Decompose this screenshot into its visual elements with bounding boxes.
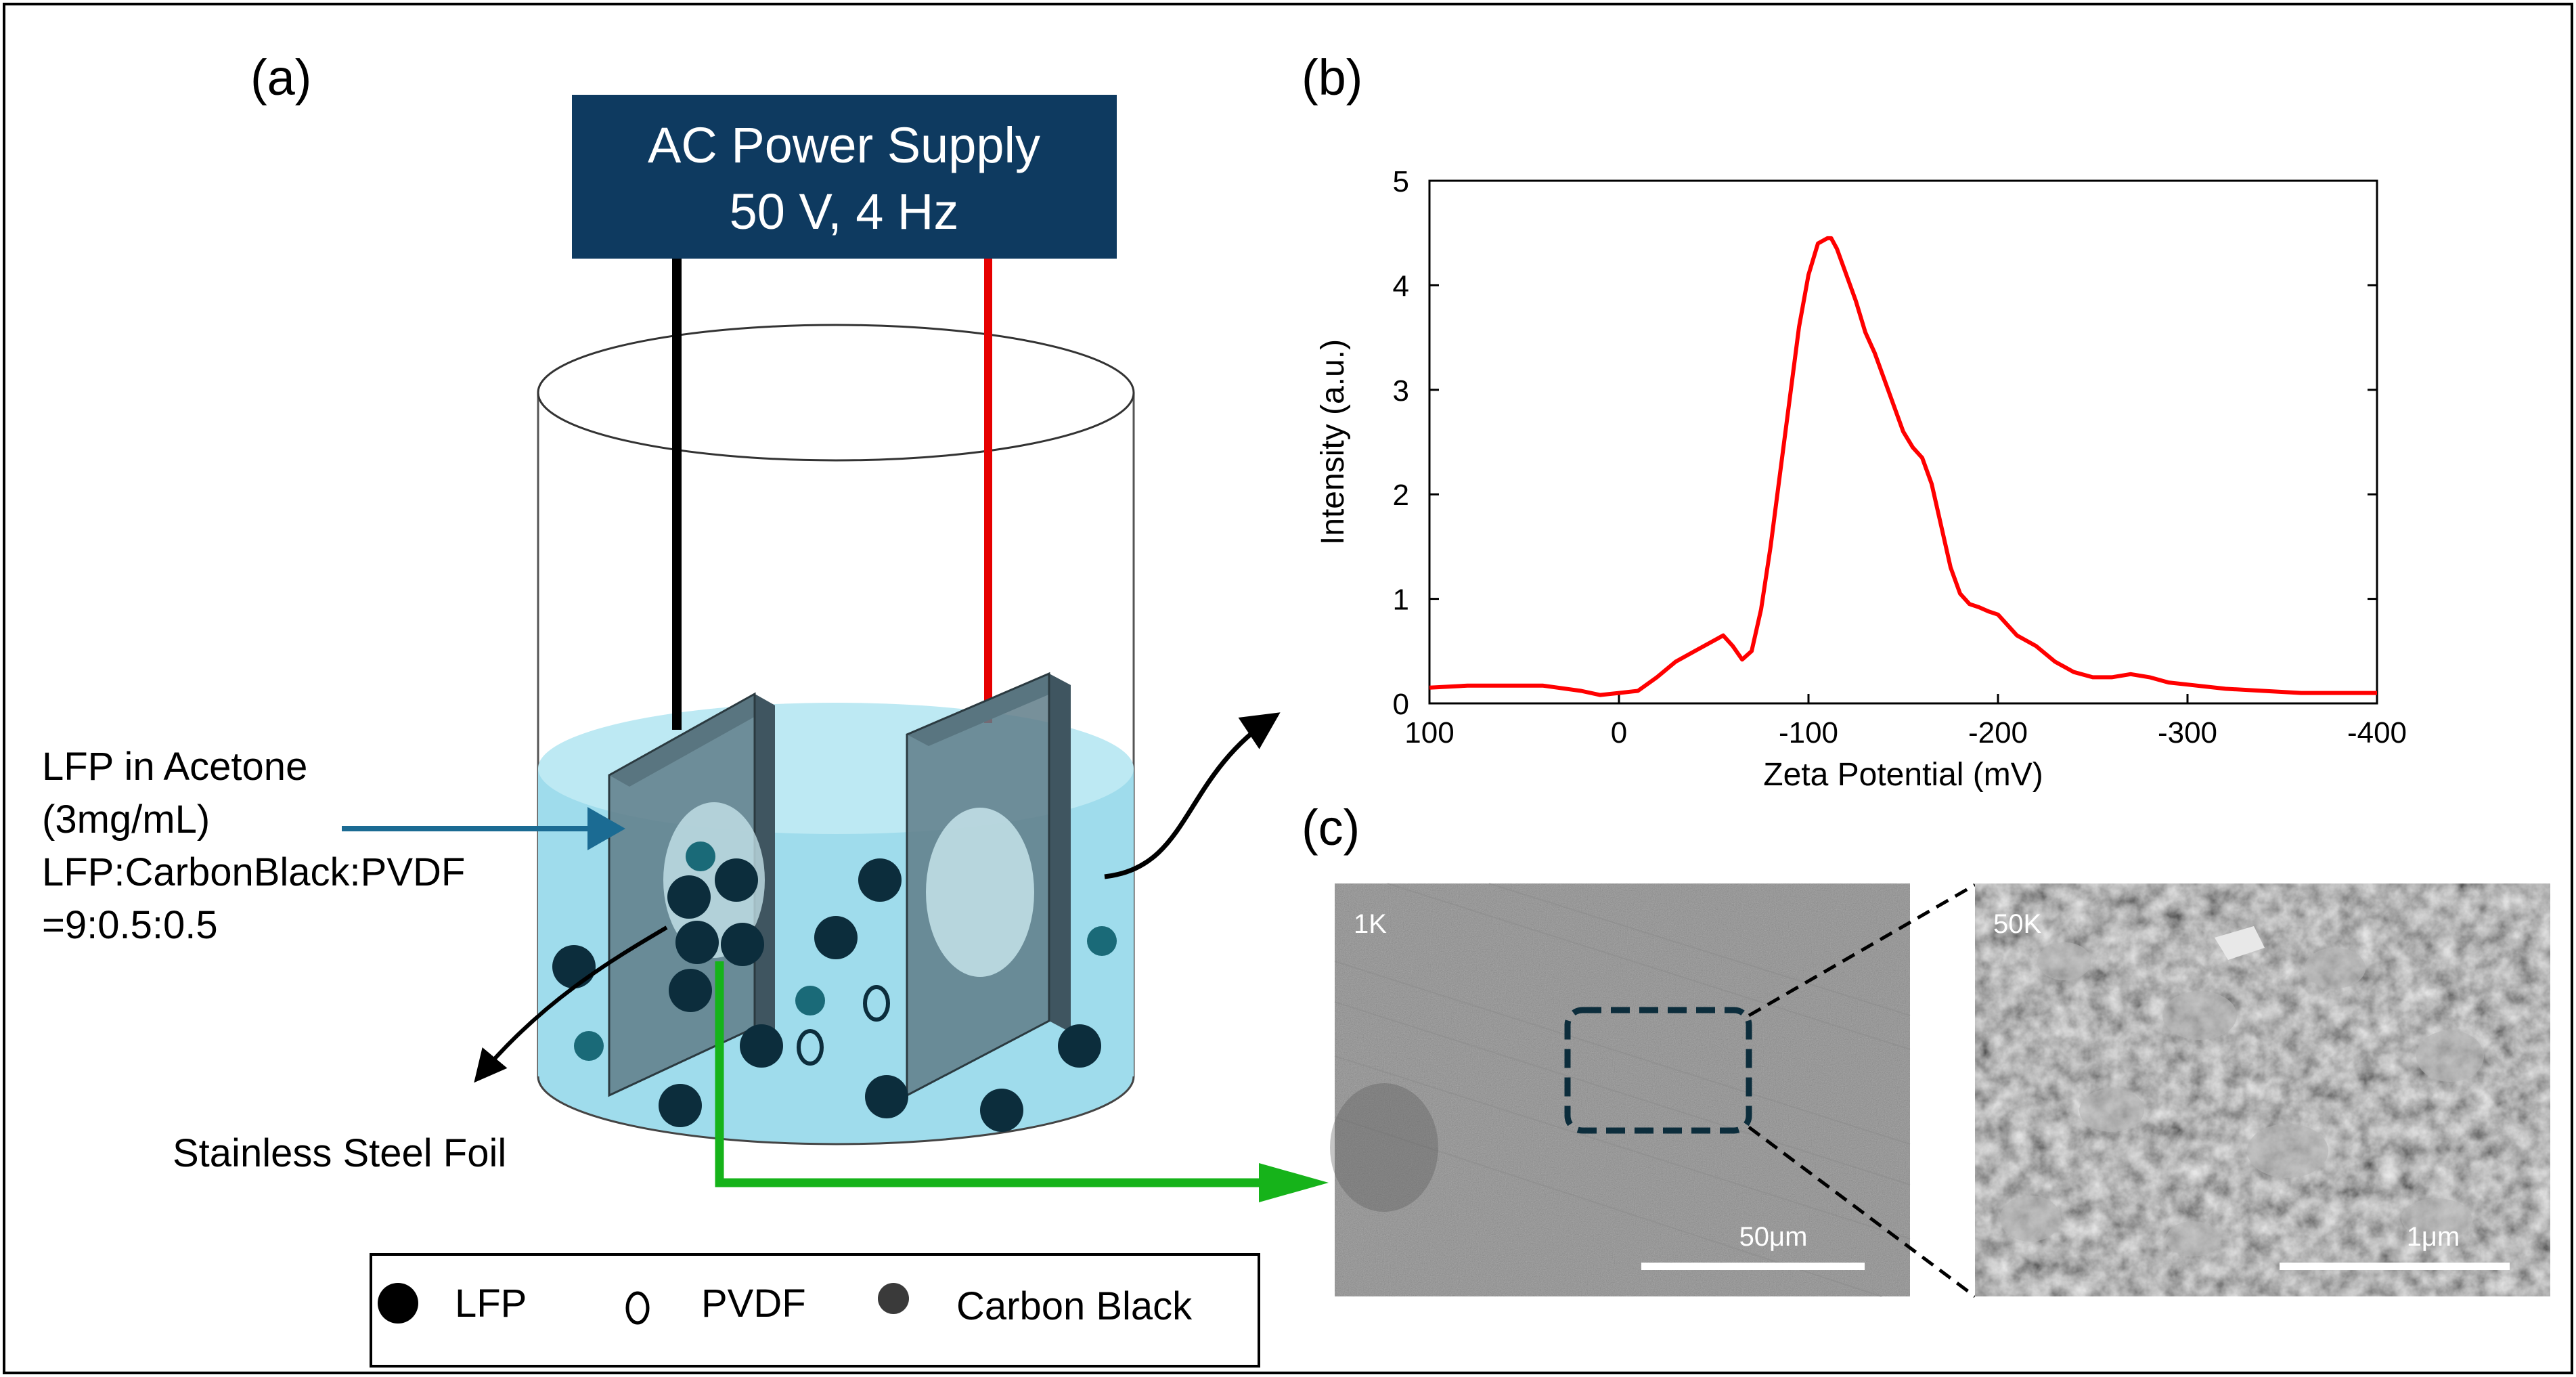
x-axis-ticks: 100 0 -100 -200 -300 -400	[1404, 694, 2407, 749]
sem-1k-scale-bar	[1641, 1263, 1865, 1270]
foil-label: Stainless Steel Foil	[173, 1131, 506, 1175]
legend: LFP PVDF Carbon Black	[370, 1253, 1260, 1368]
zeta-series-line	[1429, 236, 2377, 697]
sem-1k-dark-region	[1330, 1083, 1438, 1212]
lfp-particle	[814, 916, 858, 959]
x-tick-label: -400	[2347, 716, 2407, 749]
sem-1k-striations	[1334, 883, 1911, 1297]
figure-border	[3, 3, 2573, 1374]
sem-1k-zoom-box	[1564, 1007, 1752, 1134]
right-electrode-side	[1049, 674, 1071, 1032]
lfp-particle	[740, 1024, 783, 1068]
x-tick-label: -200	[1968, 716, 2028, 749]
x-axis-title: Zeta Potential (mV)	[1763, 757, 2043, 793]
y-tick-label: 0	[1393, 688, 1409, 721]
y-tick-label: 3	[1393, 374, 1409, 408]
sem-50k-magnification: 50K	[1993, 909, 2041, 939]
lfp-particle	[552, 945, 596, 988]
sem-50k-scale-bar	[2280, 1263, 2510, 1270]
legend-lfp-marker	[378, 1283, 418, 1324]
zoom-connector-top	[1748, 883, 1976, 1018]
power-supply-spec: 50 V, 4 Hz	[730, 183, 959, 240]
particles-back	[795, 858, 1117, 1066]
sem-50k-scale-label: 1μm	[2407, 1222, 2460, 1252]
panel-c-label: (c)	[1302, 800, 1360, 856]
legend-box	[370, 1253, 1260, 1368]
sem-50k-bright-flake	[2215, 926, 2265, 960]
solution-label-line1: LFP in Acetone	[42, 745, 307, 789]
lfp-particle	[675, 921, 719, 964]
beaker-bottom-edge	[537, 1076, 1135, 1145]
sem-pointer-arrow	[715, 961, 1272, 1187]
zeta-pointer-arrow	[1104, 712, 1281, 879]
lfp-particle	[659, 1084, 702, 1127]
x-tick-label: -100	[1779, 716, 1838, 749]
y-tick-label: 5	[1393, 165, 1409, 198]
x-tick-label: 0	[1611, 716, 1627, 749]
carbon-black-particle	[1087, 926, 1117, 956]
plot-frame	[1428, 179, 2378, 705]
right-electrode	[906, 672, 1071, 1097]
foil-pointer-arrow	[474, 925, 668, 1083]
sem-50k-particles	[2000, 942, 2484, 1256]
sem-1k-scale-label: 50μm	[1739, 1222, 1808, 1252]
sem-pointer-arrowhead	[1259, 1163, 1329, 1202]
carbon-black-particle	[686, 842, 715, 871]
legend-pvdf-marker	[625, 1291, 650, 1325]
particles-front	[552, 842, 1101, 1132]
solution-label-line2: (3mg/mL)	[42, 797, 210, 842]
solution-label-line3: LFP:CarbonBlack:PVDF	[42, 850, 465, 894]
y-tick-label: 4	[1393, 269, 1409, 303]
x-tick-label: 100	[1404, 716, 1454, 749]
sem-1k-texture	[1335, 883, 1910, 1296]
power-supply-title: AC Power Supply	[648, 117, 1040, 173]
zoom-connector-bottom	[1748, 1125, 1976, 1298]
lfp-particle	[865, 1075, 908, 1118]
legend-carbon-black-marker	[878, 1283, 909, 1314]
carbon-black-particle	[574, 1031, 604, 1061]
sem-image-50k: 50K 1μm	[1975, 883, 2550, 1296]
panel-b-label: (b)	[1302, 49, 1362, 106]
lfp-particle	[980, 1089, 1023, 1132]
x-tick-label: -300	[2158, 716, 2217, 749]
sem-1k-magnification: 1K	[1354, 909, 1387, 939]
lfp-particle	[669, 969, 712, 1012]
deposit-area-left	[663, 802, 765, 958]
y-tick-label: 1	[1393, 584, 1409, 617]
carbon-black-particle	[795, 986, 825, 1015]
power-supply-box	[572, 95, 1117, 259]
legend-carbon-black-label: Carbon Black	[956, 1284, 1193, 1328]
sem-image-1k: 1K 50μm	[1330, 883, 1911, 1297]
legend-lfp-label: LFP	[455, 1282, 527, 1326]
lfp-particle	[667, 875, 711, 919]
y-tick-label: 2	[1393, 479, 1409, 512]
pvdf-particle	[863, 985, 890, 1022]
y-axis-ticks: 0 1 2 3 4 5	[1393, 165, 2377, 721]
panel-a-label: (a)	[250, 49, 311, 106]
lfp-particle	[715, 858, 758, 902]
beaker-rim	[537, 324, 1135, 462]
lfp-particle	[721, 923, 764, 966]
legend-pvdf-label: PVDF	[701, 1282, 806, 1326]
lfp-particle	[1058, 1024, 1101, 1068]
pvdf-particle	[797, 1029, 824, 1066]
y-axis-title: Intensity (a.u.)	[1315, 339, 1351, 545]
lfp-particle	[858, 858, 902, 902]
solution-label-line4: =9:0.5:0.5	[42, 903, 218, 947]
deposit-area-right	[926, 808, 1034, 977]
